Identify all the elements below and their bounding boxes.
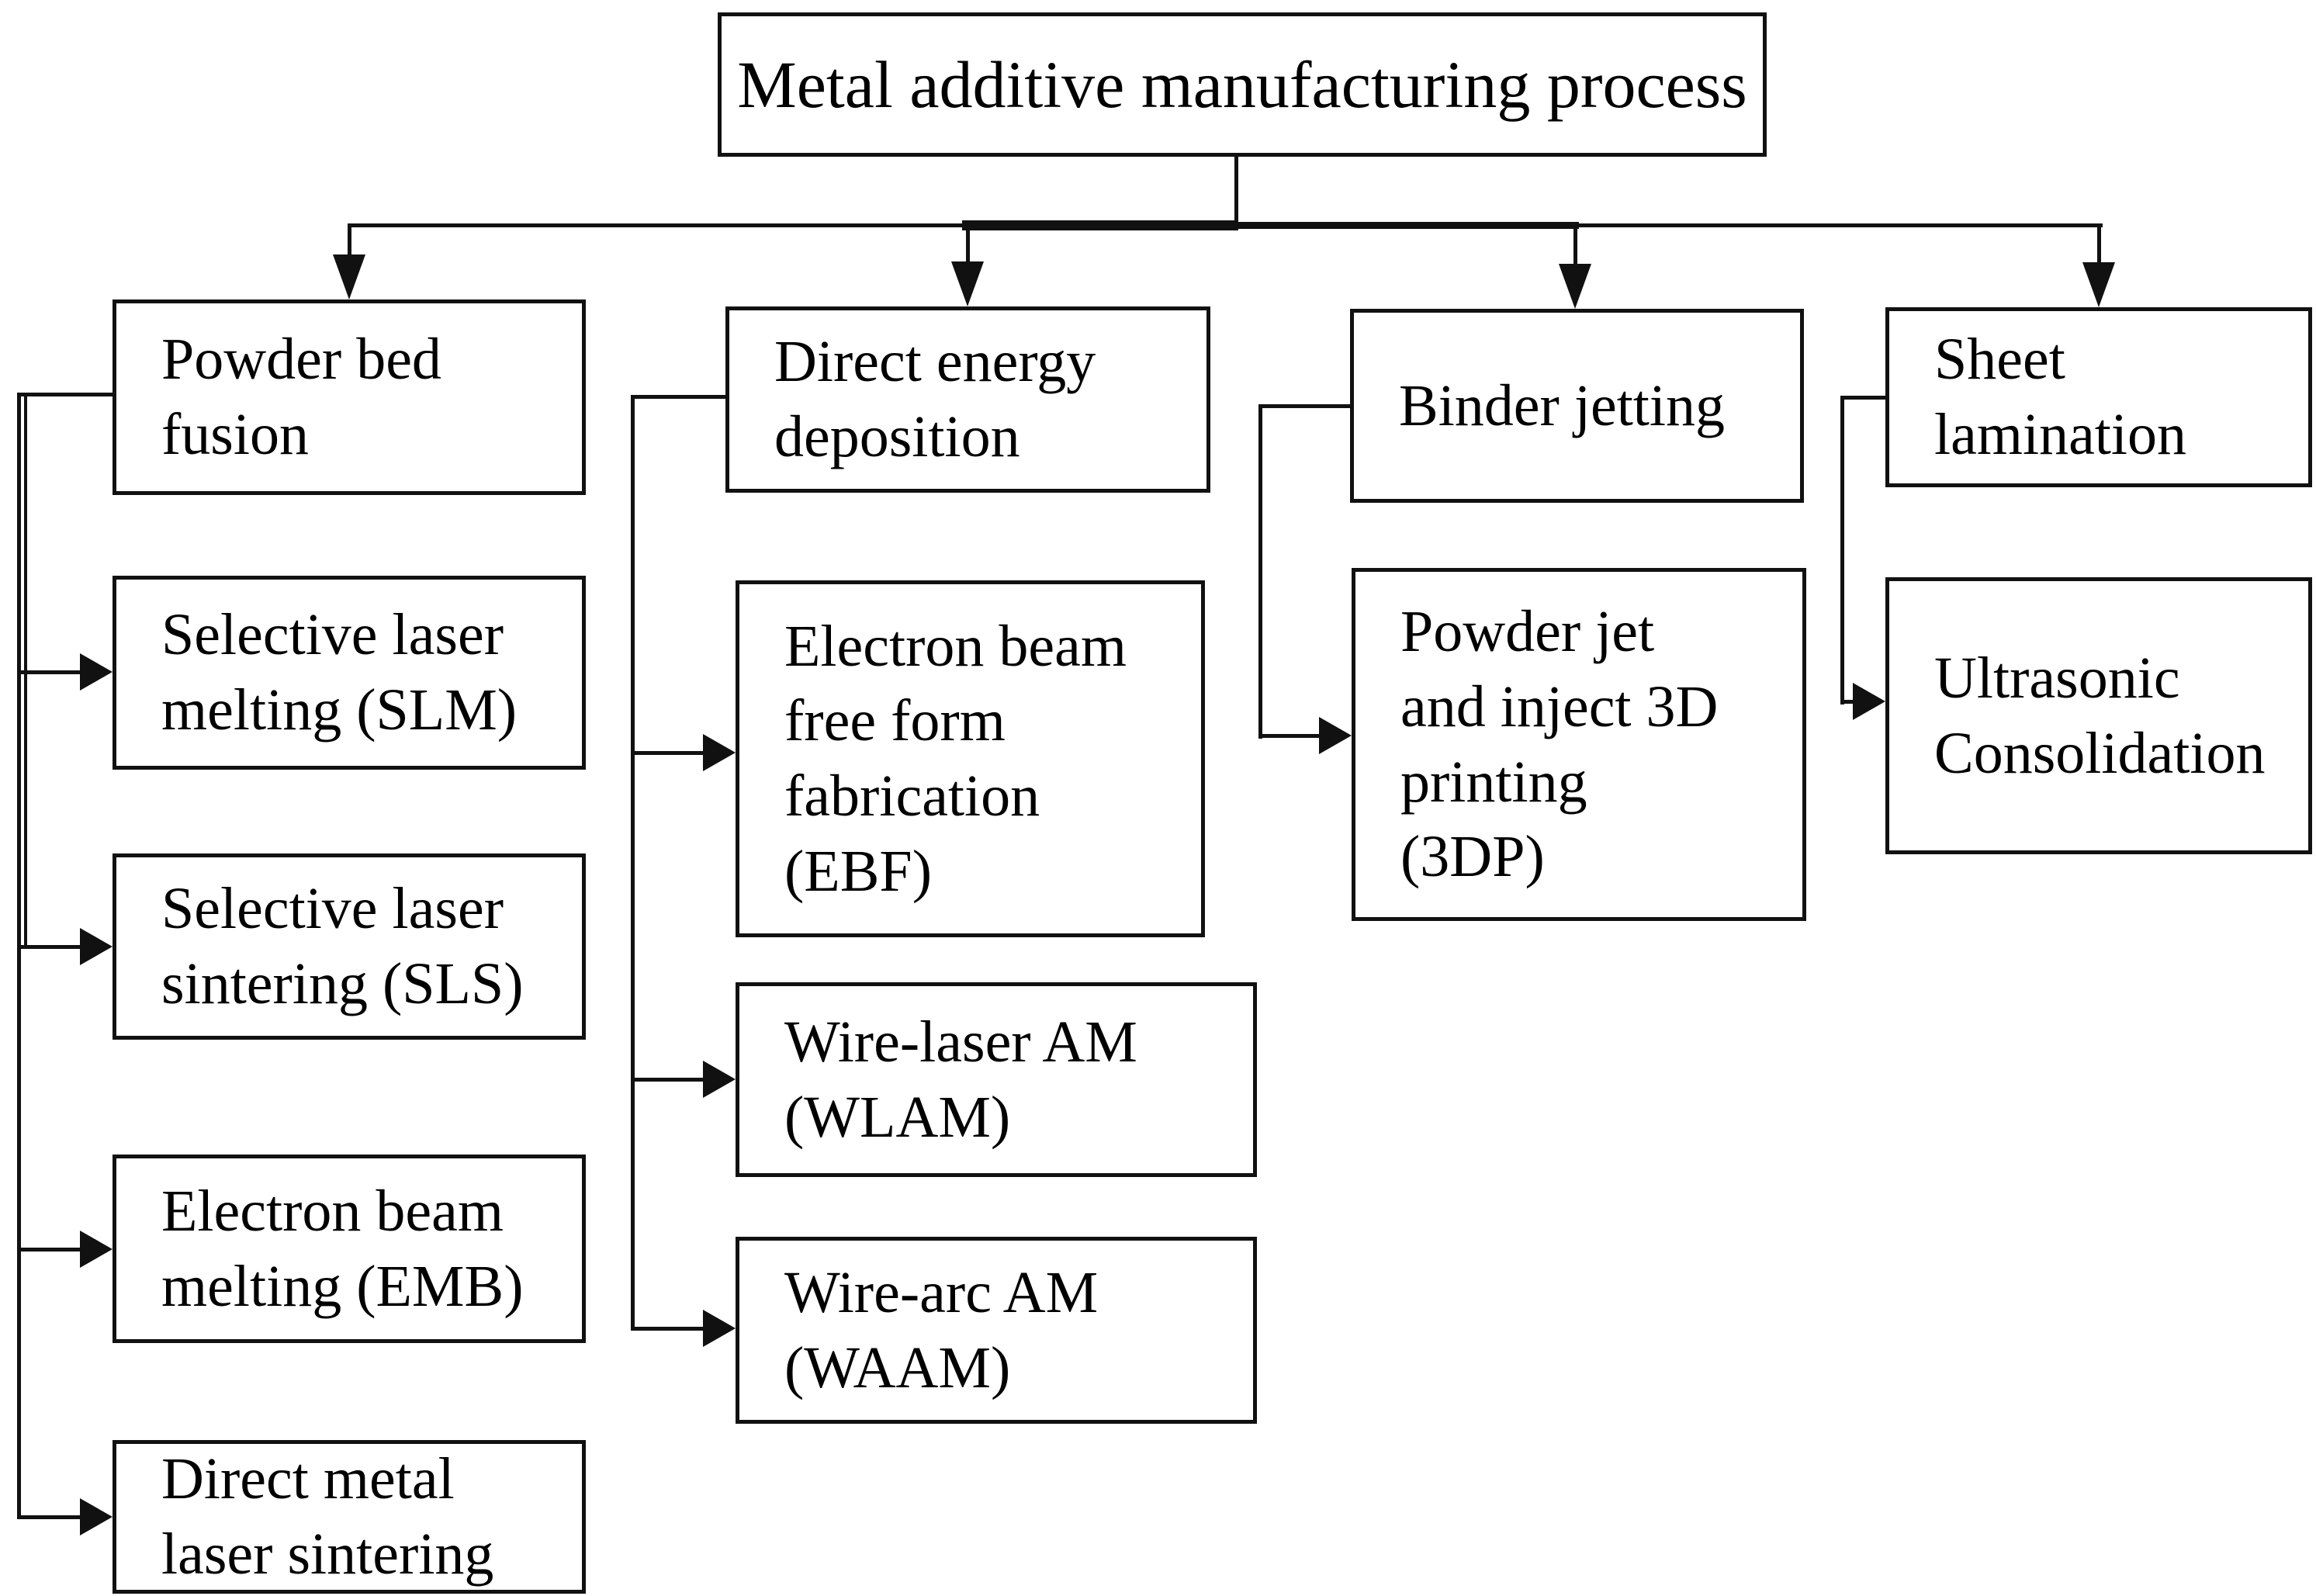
connector-branch-rail-direct-energy-deposition [631, 395, 635, 1330]
connector-branch-stub-powder-bed-fusion [17, 393, 113, 396]
node-binder-jetting-label: Binder jetting [1399, 372, 1726, 438]
arrowhead-right-ultrasonic-consolidation [1853, 683, 1885, 720]
node-powder-bed-fusion-label: Powder bed fusion [161, 327, 441, 467]
node-waam: Wire-arc AM (WAAM) [736, 1237, 1257, 1424]
connector-arrow-line-sls [17, 945, 83, 949]
connector-arrow-line-ebf [631, 751, 708, 755]
node-dmls: Direct metal laser sintering [113, 1440, 586, 1594]
arrowhead-right-slm [80, 653, 113, 691]
arrowhead-right-3dp [1319, 717, 1352, 754]
node-wlam-label: Wire-laser AM (WLAM) [784, 1009, 1137, 1150]
arrowhead-down-sheet-lamination [2082, 262, 2115, 307]
node-ebf-label: Electron beam free form fabrication (EBF… [784, 613, 1127, 904]
connector-arrow-line-waam [631, 1327, 708, 1331]
arrowhead-right-ebf [703, 734, 736, 771]
node-direct-energy-deposition-label: Direct energy deposition [774, 329, 1096, 469]
connector-arrow-line-slm [17, 670, 83, 674]
connector-arrow-line-wlam [631, 1078, 708, 1082]
node-waam-label: Wire-arc AM (WAAM) [784, 1259, 1099, 1400]
node-wlam: Wire-laser AM (WLAM) [736, 982, 1257, 1177]
node-sls: Selective laser sintering (SLS) [113, 853, 586, 1040]
arrowhead-down-direct-energy-deposition [951, 261, 984, 306]
node-sls-label: Selective laser sintering (SLS) [161, 876, 524, 1016]
node-ultrasonic-consolidation-label: Ultrasonic Consolidation [1934, 645, 2266, 786]
arrowhead-right-wlam [703, 1061, 736, 1098]
connector-branch-stub-binder-jetting [1258, 404, 1350, 408]
node-sheet-lamination-label: Sheet lamination [1934, 327, 2187, 467]
connector-branch-stub-direct-energy-deposition [631, 395, 725, 399]
node-direct-energy-deposition: Direct energy deposition [725, 306, 1210, 493]
connector-distribution-line-thick-left [962, 220, 1238, 230]
connector-branch-stub-sheet-lamination [1840, 396, 1885, 400]
node-root: Metal additive manufacturing process [718, 12, 1767, 157]
arrowhead-right-emb [80, 1231, 113, 1268]
node-dmls-label: Direct metal laser sintering [161, 1446, 494, 1587]
connector-branch-rail-outer-powder-bed-fusion [17, 393, 21, 1519]
node-binder-jetting: Binder jetting [1350, 309, 1804, 503]
connector-drop-line-powder-bed-fusion [348, 223, 351, 259]
node-emb: Electron beam melting (EMB) [113, 1155, 586, 1343]
connector-drop-line-binder-jetting [1573, 223, 1577, 268]
arrowhead-down-binder-jetting [1559, 264, 1591, 309]
connector-arrow-line-dmls [17, 1515, 83, 1519]
node-3dp-label: Powder jet and inject 3D printing (3DP) [1400, 599, 1719, 890]
node-slm: Selective laser melting (SLM) [113, 576, 586, 770]
connector-drop-line-direct-energy-deposition [966, 223, 970, 266]
arrowhead-right-sls [80, 928, 113, 965]
arrowhead-right-waam [703, 1310, 736, 1347]
node-ebf: Electron beam free form fabrication (EBF… [736, 580, 1205, 937]
arrowhead-down-powder-bed-fusion [333, 254, 365, 299]
connector-drop-line-sheet-lamination [2097, 223, 2101, 267]
connector-distribution-line-thick-right [1238, 222, 1579, 229]
connector-branch-rail-sheet-lamination [1840, 396, 1844, 705]
node-ultrasonic-consolidation: Ultrasonic Consolidation [1885, 577, 2312, 854]
connector-branch-rail-binder-jetting [1258, 404, 1262, 739]
node-sheet-lamination: Sheet lamination [1885, 307, 2312, 487]
arrowhead-right-dmls [80, 1498, 113, 1535]
connector-arrow-line-emb [17, 1248, 83, 1252]
connector-root-stem [1234, 155, 1238, 227]
node-powder-bed-fusion: Powder bed fusion [113, 299, 586, 495]
node-root-label: Metal additive manufacturing process [737, 47, 1747, 122]
connector-arrow-line-ultrasonic-consolidation [1840, 700, 1860, 704]
node-slm-label: Selective laser melting (SLM) [161, 602, 518, 743]
node-3dp: Powder jet and inject 3D printing (3DP) [1352, 568, 1806, 921]
node-emb-label: Electron beam melting (EMB) [161, 1178, 524, 1319]
connector-arrow-line-3dp [1258, 734, 1324, 738]
